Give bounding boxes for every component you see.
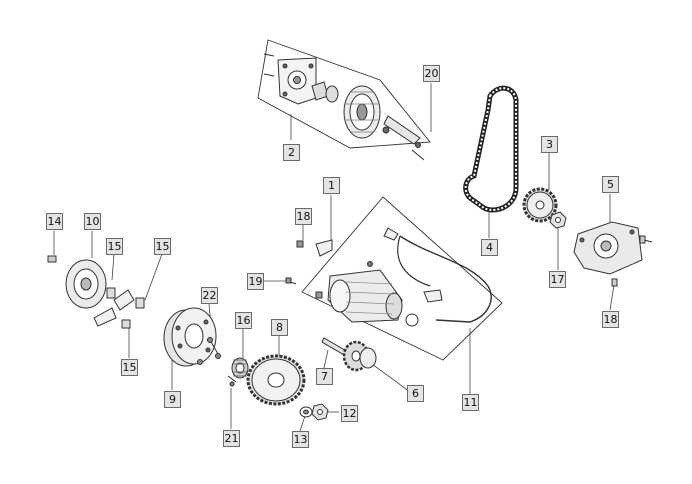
callout-part-1[interactable]: 1 bbox=[323, 177, 340, 194]
group-outline-starter bbox=[301, 196, 503, 361]
callout-part-13[interactable]: 13 bbox=[292, 431, 309, 448]
group-outline-variator bbox=[257, 39, 431, 149]
callout-part-15-a[interactable]: 15 bbox=[106, 238, 123, 255]
part-small-pin bbox=[227, 375, 237, 387]
part-bracket bbox=[315, 239, 333, 257]
callout-part-21[interactable]: 21 bbox=[223, 430, 240, 447]
callout-part-5[interactable]: 5 bbox=[602, 176, 619, 193]
part-screws bbox=[197, 337, 221, 365]
callout-part-9[interactable]: 9 bbox=[164, 391, 181, 408]
part-variator-assembly bbox=[263, 53, 425, 161]
callout-part-18-a[interactable]: 18 bbox=[295, 208, 312, 225]
callout-part-8[interactable]: 8 bbox=[271, 319, 288, 336]
callout-part-6[interactable]: 6 bbox=[407, 385, 424, 402]
part-nut bbox=[549, 211, 567, 229]
part-large-gear bbox=[246, 354, 306, 406]
part-starter-gear bbox=[342, 340, 377, 372]
part-chain bbox=[463, 85, 519, 213]
part-starter-motor bbox=[315, 227, 492, 327]
part-flange-plate bbox=[65, 259, 107, 309]
part-cover-plate bbox=[573, 221, 653, 287]
callout-part-4[interactable]: 4 bbox=[481, 239, 498, 256]
callout-part-17[interactable]: 17 bbox=[549, 271, 566, 288]
part-bolts bbox=[285, 240, 304, 285]
part-sprocket bbox=[522, 187, 558, 223]
callout-part-18-b[interactable]: 18 bbox=[602, 311, 619, 328]
callout-part-10[interactable]: 10 bbox=[84, 213, 101, 230]
callout-part-14[interactable]: 14 bbox=[46, 213, 63, 230]
leader-lines bbox=[53, 83, 615, 432]
part-bearing bbox=[231, 357, 249, 379]
callout-part-22[interactable]: 22 bbox=[201, 287, 218, 304]
callout-part-11[interactable]: 11 bbox=[462, 394, 479, 411]
part-washer-nut bbox=[299, 403, 329, 421]
callout-part-2[interactable]: 2 bbox=[283, 144, 300, 161]
callout-part-16[interactable]: 16 bbox=[235, 312, 252, 329]
callout-part-19[interactable]: 19 bbox=[247, 273, 264, 290]
callout-part-20[interactable]: 20 bbox=[423, 65, 440, 82]
callout-part-12[interactable]: 12 bbox=[341, 405, 358, 422]
callout-part-15-b[interactable]: 15 bbox=[154, 238, 171, 255]
callout-part-7[interactable]: 7 bbox=[316, 368, 333, 385]
callout-part-3[interactable]: 3 bbox=[541, 136, 558, 153]
part-pin bbox=[47, 255, 57, 263]
part-rotor bbox=[163, 307, 217, 367]
part-keys bbox=[93, 287, 145, 329]
callout-part-15-c[interactable]: 15 bbox=[121, 359, 138, 376]
